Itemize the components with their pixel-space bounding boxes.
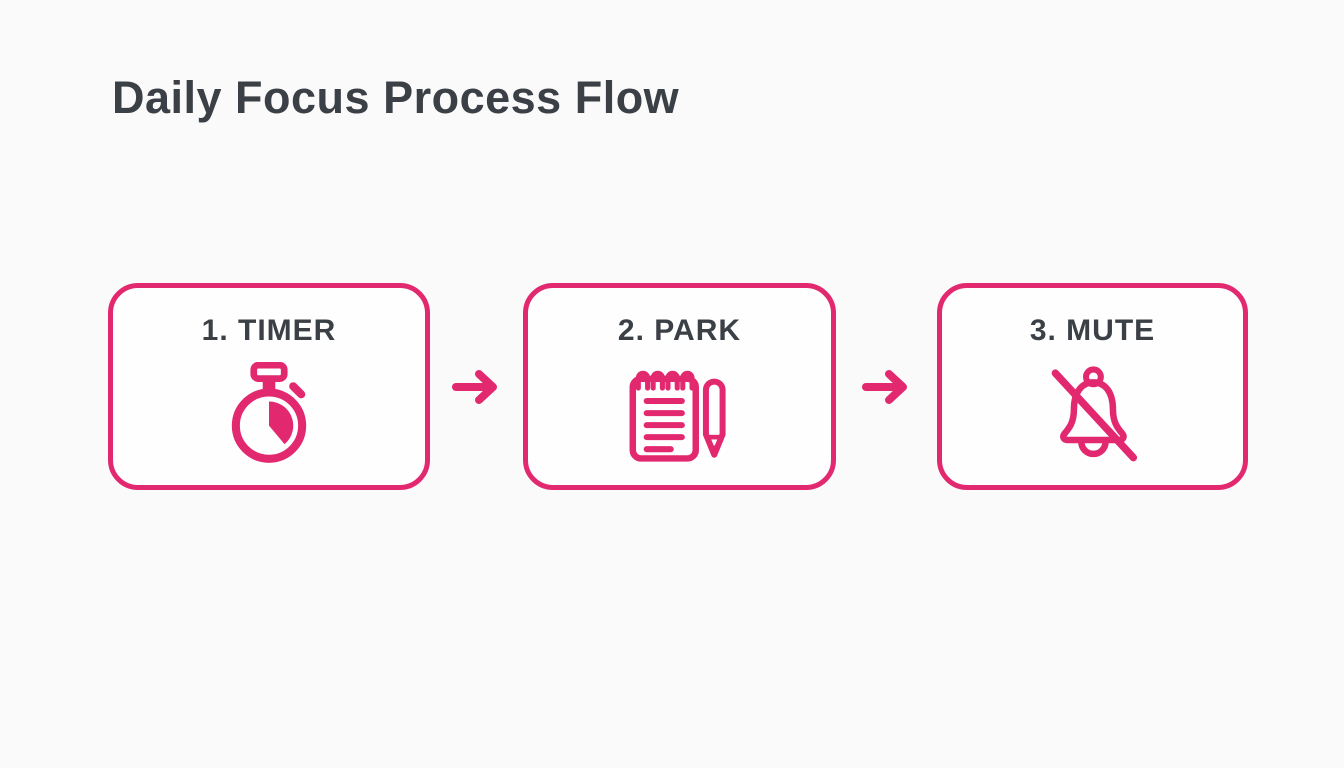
step-label-mute: 3. MUTE [1029,314,1156,347]
step-label-timer: 1. TIMER [201,314,337,347]
stopwatch-icon [226,348,312,485]
step-card-mute: 3. MUTE [937,283,1248,490]
process-flow: 1. TIMER 2. PARK [108,283,1248,490]
notepad-pen-icon [628,348,732,485]
arrow-right-icon [430,365,523,409]
bell-muted-icon [1044,348,1141,485]
step-label-park: 2. PARK [617,314,742,347]
arrow-right-icon [836,365,937,409]
step-card-park: 2. PARK [523,283,836,490]
step-card-timer: 1. TIMER [108,283,430,490]
page-title: Daily Focus Process Flow [112,72,680,123]
